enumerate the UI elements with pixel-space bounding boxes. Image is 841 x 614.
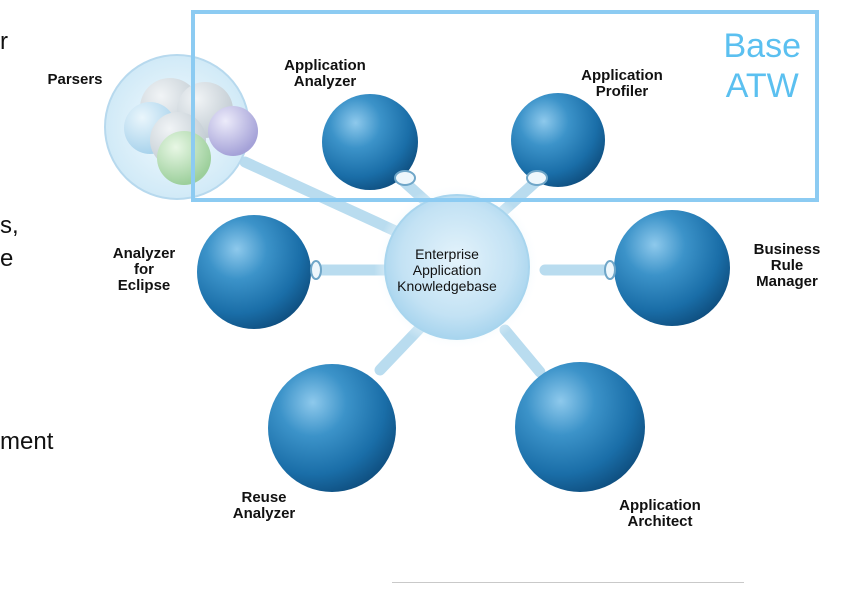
label-app-analyzer-line-2: Analyzer [293,73,357,90]
label-hub-line-2: Application [412,262,482,278]
label-app-profiler-line-2: Profiler [595,83,649,100]
base-atw-box: Base ATW [191,10,819,202]
label-eclipse: Analyzer for Eclipse [98,246,190,294]
label-eclipse-line-3: Eclipse [117,277,171,294]
label-app-analyzer-line-1: Application [284,57,366,74]
label-app-profiler-line-1: Application [581,67,663,84]
label-parsers: Parsers [30,72,120,88]
label-reuse-line-2: Analyzer [232,505,296,522]
label-hub-line-1: Enterprise [415,246,479,262]
label-app-profiler: Application Profiler [562,68,682,100]
sphere-eclipse [197,215,311,329]
sphere-brm [614,210,730,326]
footer-divider [392,582,744,583]
label-reuse-line-1: Reuse [241,489,287,506]
label-brm-line-2: Rule [770,257,804,274]
left-fragment-4: ment [0,428,54,455]
sphere-app-analyzer [322,94,418,190]
left-fragment-3: e [0,245,14,272]
left-fragment-2: s, [0,212,19,239]
label-brm: Business Rule Manager [742,242,832,290]
label-hub-line-3: Knowledgebase [397,278,497,294]
sphere-reuse [268,364,396,492]
base-atw-line-1: Base [723,27,802,65]
label-parsers-line-1: Parsers [47,71,103,88]
label-eclipse-line-2: for [134,261,154,278]
base-atw-line-2: ATW [725,67,799,105]
label-eclipse-line-1: Analyzer [112,245,176,262]
sphere-app-profiler [511,93,605,187]
label-architect-line-2: Architect [627,513,693,530]
label-brm-line-3: Manager [756,273,818,290]
label-architect: Application Architect [600,498,720,530]
connector-architect [499,324,546,378]
label-architect-line-1: Application [619,497,701,514]
sphere-architect [515,362,645,492]
hub-sphere [384,194,530,340]
label-app-analyzer: Application Analyzer [265,58,385,90]
label-brm-line-1: Business [753,241,821,258]
connector-joints [310,170,616,280]
left-fragment-1: r [0,28,8,55]
label-reuse: Reuse Analyzer [218,490,310,522]
label-hub: Enterprise Application Knowledgebase [372,246,522,294]
base-atw-label: Base ATW [724,26,802,106]
